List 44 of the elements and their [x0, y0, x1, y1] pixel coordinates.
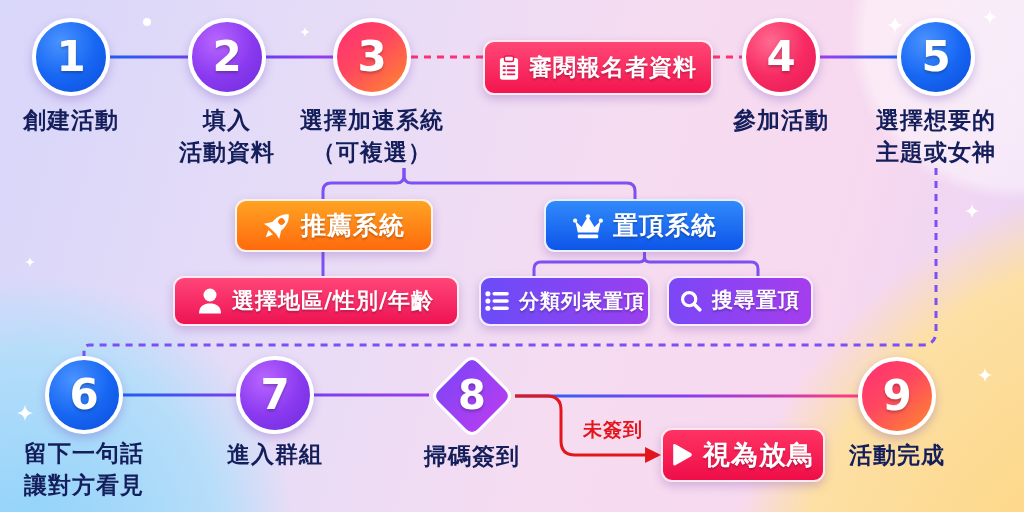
review-box: [483, 40, 713, 95]
step-title: 搜尋置頂: [712, 288, 800, 314]
step-caption: 填入活動資料: [179, 107, 275, 165]
option-box: [667, 276, 813, 326]
system-box: [544, 199, 745, 252]
step-title: 分類列表置頂: [518, 289, 645, 313]
step-caption: 選擇想要的主題或女神: [876, 107, 996, 165]
step-title: 置頂系統: [612, 210, 717, 241]
step-caption: 進入群組: [227, 441, 323, 467]
connector-line: [110, 55, 188, 59]
step-caption: 選擇加速系統（可複選）: [300, 107, 444, 165]
connector-line: [643, 252, 760, 276]
result-box: [661, 428, 825, 482]
step-circle: 7: [236, 356, 314, 434]
step-circle: 6: [45, 356, 123, 434]
connector-line: [123, 393, 236, 397]
step-title: 推薦系統: [301, 210, 405, 241]
step-circle: 3: [333, 18, 411, 96]
step-caption: 留下一句話讓對方看見: [24, 440, 144, 498]
step-circle: 9: [858, 357, 936, 435]
step-circle: 4: [742, 18, 820, 96]
system-box: [235, 199, 433, 252]
arrow: [515, 394, 662, 463]
step-caption: 活動完成: [849, 442, 945, 468]
step-number: 8: [458, 375, 486, 416]
connector-line: [82, 168, 938, 357]
step-caption: 參加活動: [733, 107, 829, 133]
connector-line: [321, 252, 325, 276]
step-title: 視為放鳥: [703, 438, 815, 472]
option-box: [479, 276, 650, 326]
edge-label: 未簽到: [583, 417, 643, 441]
connector-line: [266, 55, 333, 59]
step-circle: 2: [188, 18, 266, 96]
step-title: 審閱報名者資料: [529, 53, 697, 82]
step-circle: 5: [897, 18, 975, 96]
connector-line: [314, 393, 429, 397]
connector-line: [820, 55, 897, 59]
connector-line: [713, 55, 742, 59]
step-caption: 創建活動: [23, 107, 119, 133]
step-title: 選擇地區/性別/年齡: [231, 287, 435, 315]
step-caption: 掃碼簽到: [424, 443, 520, 469]
step-circle: 1: [32, 18, 110, 96]
option-box: [173, 276, 459, 326]
connector-line: [411, 55, 483, 59]
